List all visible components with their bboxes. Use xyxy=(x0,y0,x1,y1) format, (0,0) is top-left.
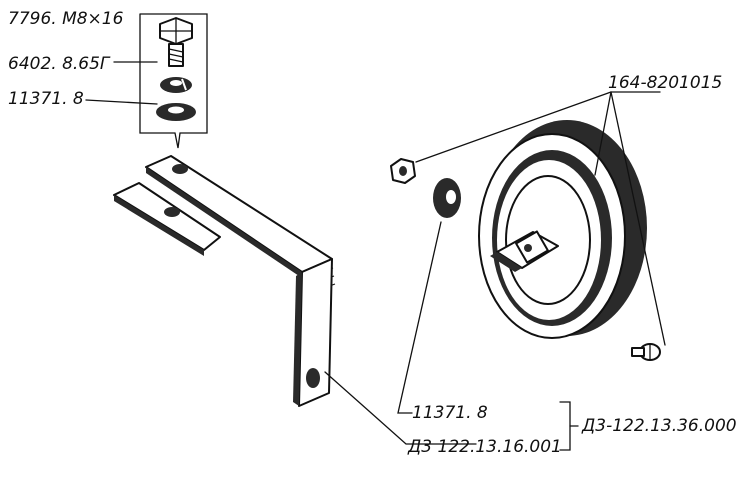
washer-bottom-leader xyxy=(397,221,442,414)
spring-washer-icon xyxy=(160,77,192,93)
washer-icon xyxy=(433,178,461,218)
bolt-label: 7796. M8×16 xyxy=(8,9,124,29)
washer-top-label: 11371. 8 xyxy=(8,89,84,109)
flat-washer-icon xyxy=(156,103,196,121)
horn-part-leaders xyxy=(415,91,666,346)
screw-icon xyxy=(631,343,661,361)
bracket-leader xyxy=(324,371,477,445)
horn-part-label: 164-8201015 xyxy=(608,73,722,93)
bracket-part-label: Д3 122.13.16.001 xyxy=(407,437,562,457)
mounting-bracket xyxy=(113,155,336,407)
washer-bottom-label: 11371. 8 xyxy=(412,403,488,423)
horn-signal xyxy=(478,120,647,339)
washer-leader xyxy=(85,99,158,105)
fastener-stack-callout xyxy=(139,13,208,149)
spring-washer-label: 6402. 8.65Г xyxy=(8,54,111,74)
hex-nut-icon xyxy=(390,158,416,184)
bolt-icon xyxy=(159,17,193,67)
assembly-label: Д3-122.13.36.000 xyxy=(581,416,737,436)
